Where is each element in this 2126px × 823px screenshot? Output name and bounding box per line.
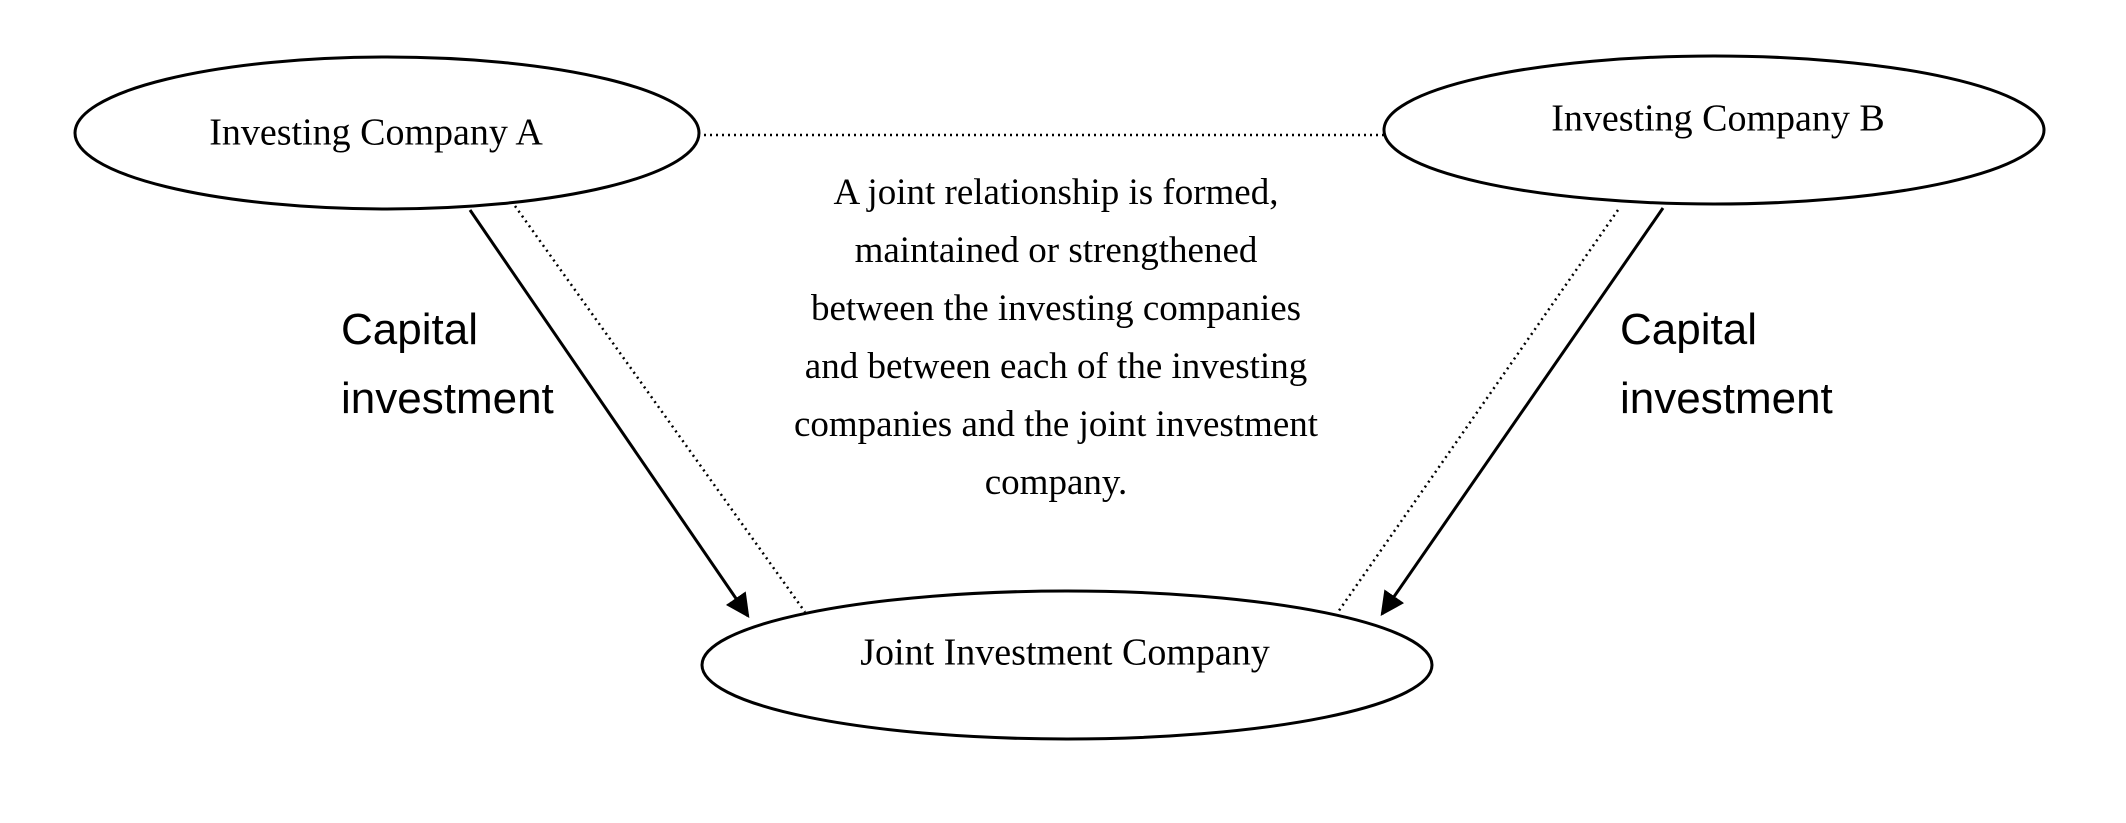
relationship-note-line4: and between each of the investing: [805, 346, 1307, 387]
node-joint-investment-company: Joint Investment Company: [700, 589, 1434, 741]
capital-investment-label-right: Capital investment: [1620, 305, 1833, 423]
capital-arrow-b: [1380, 207, 1665, 616]
relationship-line-b-joint: [1336, 209, 1620, 613]
relationship-note-line6: company.: [985, 462, 1127, 503]
node-label-a: Investing Company A: [209, 112, 543, 154]
relationship-note-line1: A joint relationship is formed,: [834, 172, 1279, 213]
node-label-joint: Joint Investment Company: [860, 632, 1270, 674]
right-label-line2: investment: [1620, 374, 1833, 423]
node-investing-company-a: Investing Company A: [73, 55, 701, 211]
left-label-line1: Capital: [341, 305, 478, 354]
relationship-note-line2: maintained or strengthened: [855, 230, 1258, 271]
node-investing-company-b: Investing Company B: [1382, 54, 2046, 206]
capital-investment-label-left: Capital investment: [341, 305, 554, 423]
node-ellipse-joint: [700, 589, 1434, 741]
capital-arrow-a: [468, 209, 750, 618]
relationship-note: A joint relationship is formed, maintain…: [794, 172, 1319, 503]
node-ellipse-a: [73, 55, 701, 211]
node-ellipse-b: [1382, 54, 2046, 206]
relationship-note-line5: companies and the joint investment: [794, 404, 1319, 445]
left-label-line2: investment: [341, 374, 554, 423]
relationship-note-line3: between the investing companies: [811, 288, 1301, 329]
relationship-line-a-joint: [513, 205, 807, 613]
node-label-b: Investing Company B: [1551, 98, 1885, 140]
right-label-line1: Capital: [1620, 305, 1757, 354]
